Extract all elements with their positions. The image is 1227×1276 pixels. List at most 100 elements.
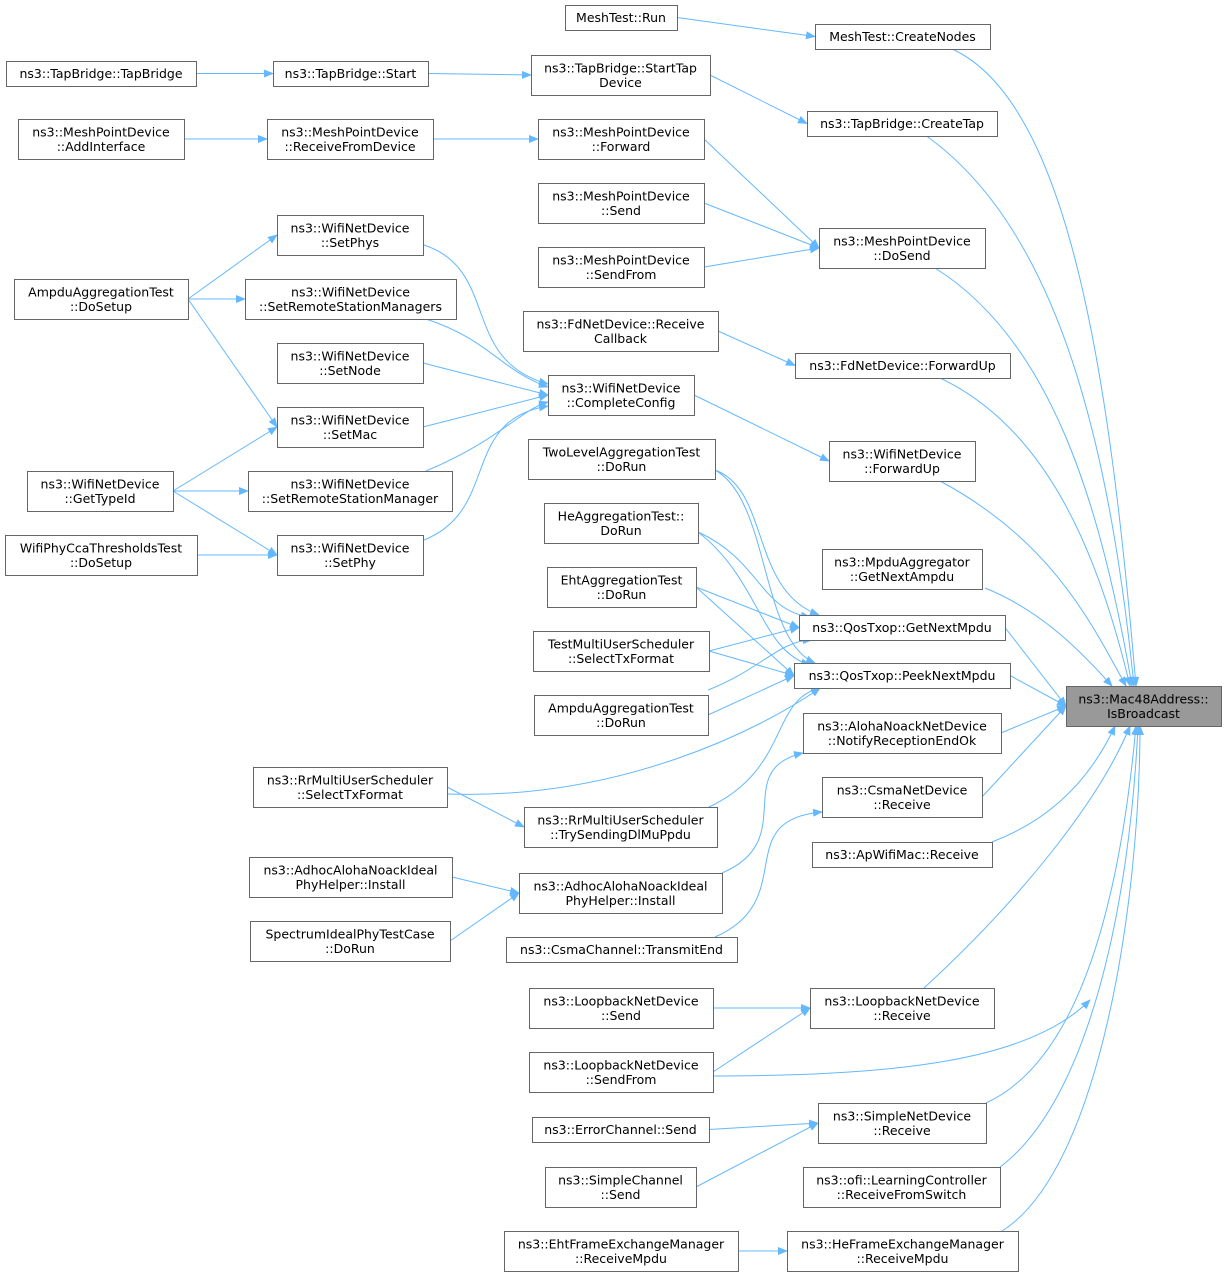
function-node-ns3-ehtframeexchangemanager-receivempdu[interactable]: ns3::EhtFrameExchangeManager::ReceiveMpd… xyxy=(504,1231,739,1272)
call-edge-ns3-rrmultiuserscheduler-trysendingdlmuppdu-to-ns3-qostxop-peeknextmpdu xyxy=(706,686,821,809)
function-node-meshtest-createnodes[interactable]: MeshTest::CreateNodes xyxy=(815,24,991,50)
node-label: ::SendFrom xyxy=(586,1072,657,1087)
call-edge-ns3-csmachannel-transmitend-to-ns3-csmanetdevice-receive xyxy=(714,808,823,938)
node-box xyxy=(277,215,424,256)
node-label: ns3::TapBridge::Start xyxy=(285,66,417,81)
node-label: ns3::Mac48Address:: xyxy=(1078,691,1208,706)
call-edge-ns3-simplechannel-send-to-ns3-simplenetdevice-receive xyxy=(695,1122,819,1188)
function-node-ns3-simplenetdevice-receive[interactable]: ns3::SimpleNetDevice::Receive xyxy=(818,1103,987,1144)
node-box xyxy=(267,119,434,160)
function-node-ns3-wifinetdevice-setnode[interactable]: ns3::WifiNetDevice::SetNode xyxy=(277,343,424,384)
function-node-ns3-csmachannel-transmitend[interactable]: ns3::CsmaChannel::TransmitEnd xyxy=(506,937,738,963)
function-node-ns3-wifinetdevice-gettypeid[interactable]: ns3::WifiNetDevice::GetTypeId xyxy=(27,471,174,512)
function-node-ns3-apwifimac-receive[interactable]: ns3::ApWifiMac::Receive xyxy=(812,842,993,868)
call-edge-ehtaggregationtest-dorun-to-ns3-qostxop-getnextmpdu xyxy=(695,586,800,628)
function-node-ampduaggregationtest-dorun[interactable]: AmpduAggregationTest::DoRun xyxy=(534,695,709,736)
function-node-ns3-qostxop-peeknextmpdu[interactable]: ns3::QosTxop::PeekNextMpdu xyxy=(794,663,1011,689)
call-edge-testmultiuserscheduler-selecttxformat-to-ns3-qostxop-peeknextmpdu xyxy=(708,650,795,677)
node-label: ::DoSetup xyxy=(70,299,132,314)
call-edge-ns3-tapbridge-createtap-to-ns3-mac48address-isbroadcast xyxy=(924,134,1138,687)
node-box xyxy=(538,183,705,224)
function-node-testmultiuserscheduler-selecttxformat[interactable]: TestMultiUserScheduler::SelectTxFormat xyxy=(533,631,710,672)
node-label: ns3::MpduAggregator xyxy=(834,554,971,569)
function-node-ns3-wifinetdevice-setremotestationmanagers[interactable]: ns3::WifiNetDevice::SetRemoteStationMana… xyxy=(245,279,457,320)
node-label: DoRun xyxy=(600,523,641,538)
node-label: ns3::WifiNetDevice xyxy=(291,476,410,491)
function-node-ns3-wifinetdevice-setphy[interactable]: ns3::WifiNetDevice::SetPhy xyxy=(277,535,424,576)
call-edge-ns3-loopbacknetdevice-receive-to-ns3-mac48address-isbroadcast xyxy=(923,725,1131,989)
function-node-ns3-tapbridge-tapbridge[interactable]: ns3::TapBridge::TapBridge xyxy=(6,61,197,87)
call-edge-twolevelaggregationtest-dorun-to-ns3-qostxop-peeknextmpdu xyxy=(714,469,816,664)
node-label: ns3::TapBridge::StartTap xyxy=(544,60,697,75)
call-edge-ns3-ofi-learningcontroller-receivefromswitch-to-ns3-mac48address-isbroadcast xyxy=(999,725,1142,1168)
function-node-ns3-adhocalohanoackideal-phyhelper-install[interactable]: ns3::AdhocAlohaNoackIdealPhyHelper::Inst… xyxy=(249,857,453,898)
node-label: ns3::LoopbackNetDevice xyxy=(543,993,698,1008)
function-node-ns3-tapbridge-createtap[interactable]: ns3::TapBridge::CreateTap xyxy=(807,111,998,137)
call-edge-meshtest-run-to-meshtest-createnodes xyxy=(676,17,816,40)
node-label: ns3::WifiNetDevice xyxy=(291,412,410,427)
function-node-ns3-ofi-learningcontroller-receivefromswitch[interactable]: ns3::ofi::LearningController::ReceiveFro… xyxy=(803,1167,1001,1208)
node-label: ::SelectTxFormat xyxy=(568,651,674,666)
node-label: ::ReceiveMpdu xyxy=(857,1251,949,1266)
node-box xyxy=(250,921,451,962)
call-edge-ns3-meshpointdevice-send-to-ns3-meshpointdevice-dosend xyxy=(703,202,820,249)
function-node-ns3-mpduaggregator-getnextampdu[interactable]: ns3::MpduAggregator::GetNextAmpdu xyxy=(822,549,983,590)
call-edge-ns3-mpduaggregator-getnextampdu-to-ns3-mac48address-isbroadcast xyxy=(984,587,1113,687)
node-label: ns3::WifiNetDevice xyxy=(41,476,160,491)
function-node-ns3-wifinetdevice-setmac[interactable]: ns3::WifiNetDevice::SetMac xyxy=(277,407,424,448)
function-node-ns3-meshpointdevice-dosend[interactable]: ns3::MeshPointDevice::DoSend xyxy=(819,228,986,269)
node-label: WifiPhyCcaThresholdsTest xyxy=(20,540,182,555)
node-box xyxy=(273,61,429,87)
function-node-ns3-errorchannel-send[interactable]: ns3::ErrorChannel::Send xyxy=(532,1117,710,1143)
function-node-spectrumidealphytestcase-dorun[interactable]: SpectrumIdealPhyTestCase::DoRun xyxy=(250,921,451,962)
node-label: ::Send xyxy=(601,1187,641,1202)
function-node-ehtaggregationtest-dorun[interactable]: EhtAggregationTest::DoRun xyxy=(547,567,697,608)
function-node-meshtest-run[interactable]: MeshTest::Run xyxy=(565,5,678,31)
node-layer: ns3::Mac48Address::IsBroadcast MeshTest::… xyxy=(5,5,1222,1272)
function-node-ns3-heframeexchangemanager-receivempdu[interactable]: ns3::HeFrameExchangeManager::ReceiveMpdu xyxy=(787,1231,1019,1272)
function-node-ns3-wifinetdevice-forwardup[interactable]: ns3::WifiNetDevice::ForwardUp xyxy=(829,441,976,482)
function-node-ns3-csmanetdevice-receive[interactable]: ns3::CsmaNetDevice::Receive xyxy=(822,777,983,818)
function-node-ns3-rrmultiuserscheduler-selecttxformat[interactable]: ns3::RrMultiUserScheduler::SelectTxForma… xyxy=(253,767,448,808)
function-node-ns3-meshpointdevice-sendfrom[interactable]: ns3::MeshPointDevice::SendFrom xyxy=(538,247,705,288)
function-node-ns3-meshpointdevice-send[interactable]: ns3::MeshPointDevice::Send xyxy=(538,183,705,224)
function-node-ns3-rrmultiuserscheduler-trysendingdlmuppdu[interactable]: ns3::RrMultiUserScheduler::TrySendingDlM… xyxy=(524,807,718,848)
function-node-ns3-meshpointdevice-receivefromdevice[interactable]: ns3::MeshPointDevice::ReceiveFromDevice xyxy=(267,119,434,160)
node-box xyxy=(803,713,1002,754)
function-node-ns3-meshpointdevice-addinterface[interactable]: ns3::MeshPointDevice::AddInterface xyxy=(18,119,185,160)
function-node-ns3-loopbacknetdevice-receive[interactable]: ns3::LoopbackNetDevice::Receive xyxy=(810,988,995,1029)
node-label: ::CompleteConfig xyxy=(567,395,676,410)
root-node-ns3-mac48address-isbroadcast[interactable]: ns3::Mac48Address::IsBroadcast xyxy=(1066,686,1222,727)
function-node-ns3-simplechannel-send[interactable]: ns3::SimpleChannel::Send xyxy=(545,1167,697,1208)
node-label: ns3::WifiNetDevice xyxy=(843,446,962,461)
node-label: ns3::TapBridge::TapBridge xyxy=(19,66,182,81)
function-node-ampduaggregationtest-dosetup[interactable]: AmpduAggregationTest::DoSetup xyxy=(14,279,189,320)
function-node-ns3-tapbridge-start[interactable]: ns3::TapBridge::Start xyxy=(273,61,429,87)
function-node-twolevelaggregationtest-dorun[interactable]: TwoLevelAggregationTest::DoRun xyxy=(528,439,716,480)
function-node-ns3-fdnetdevice-forwardup[interactable]: ns3::FdNetDevice::ForwardUp xyxy=(795,353,1011,379)
node-label: ::Send xyxy=(601,203,641,218)
node-box xyxy=(528,439,716,480)
function-node-ns3-wifinetdevice-setphys[interactable]: ns3::WifiNetDevice::SetPhys xyxy=(277,215,424,256)
node-box xyxy=(253,767,448,808)
call-edge-ns3-wifinetdevice-setphy-to-ns3-wifinetdevice-completeconfig xyxy=(423,403,549,541)
node-label: ns3::QosTxop::PeekNextMpdu xyxy=(809,668,996,683)
node-box xyxy=(18,119,185,160)
call-edge-ns3-wifinetdevice-setremotestationmanagers-to-ns3-wifinetdevice-completeconfig xyxy=(425,318,549,388)
node-label: ns3::WifiNetDevice xyxy=(291,220,410,235)
function-node-ns3-meshpointdevice-forward[interactable]: ns3::MeshPointDevice::Forward xyxy=(538,119,705,160)
node-label: ::Receive xyxy=(873,1123,931,1138)
function-node-heaggregationtest-dorun[interactable]: HeAggregationTest::DoRun xyxy=(544,503,699,544)
function-node-ns3-wifinetdevice-completeconfig[interactable]: ns3::WifiNetDevice::CompleteConfig xyxy=(548,375,695,416)
function-node-wifiphyccathresholdstest-dosetup[interactable]: WifiPhyCcaThresholdsTest::DoSetup xyxy=(5,535,198,576)
function-node-ns3-loopbacknetdevice-send[interactable]: ns3::LoopbackNetDevice::Send xyxy=(529,988,714,1029)
function-node-ns3-alohanoacknetdevice-notifyreceptionendok[interactable]: ns3::AlohaNoackNetDevice::NotifyReceptio… xyxy=(803,713,1002,754)
function-node-ns3-qostxop-getnextmpdu[interactable]: ns3::QosTxop::GetNextMpdu xyxy=(799,615,1006,641)
function-node-ns3-wifinetdevice-setremotestationmanager[interactable]: ns3::WifiNetDevice::SetRemoteStationMana… xyxy=(248,471,453,512)
function-node-ns3-adhocalohanoackideal-phyhelper-install[interactable]: ns3::AdhocAlohaNoackIdealPhyHelper::Inst… xyxy=(519,873,723,914)
node-label: ns3::RrMultiUserScheduler xyxy=(267,772,434,787)
function-node-ns3-loopbacknetdevice-sendfrom[interactable]: ns3::LoopbackNetDevice::SendFrom xyxy=(529,1052,714,1093)
